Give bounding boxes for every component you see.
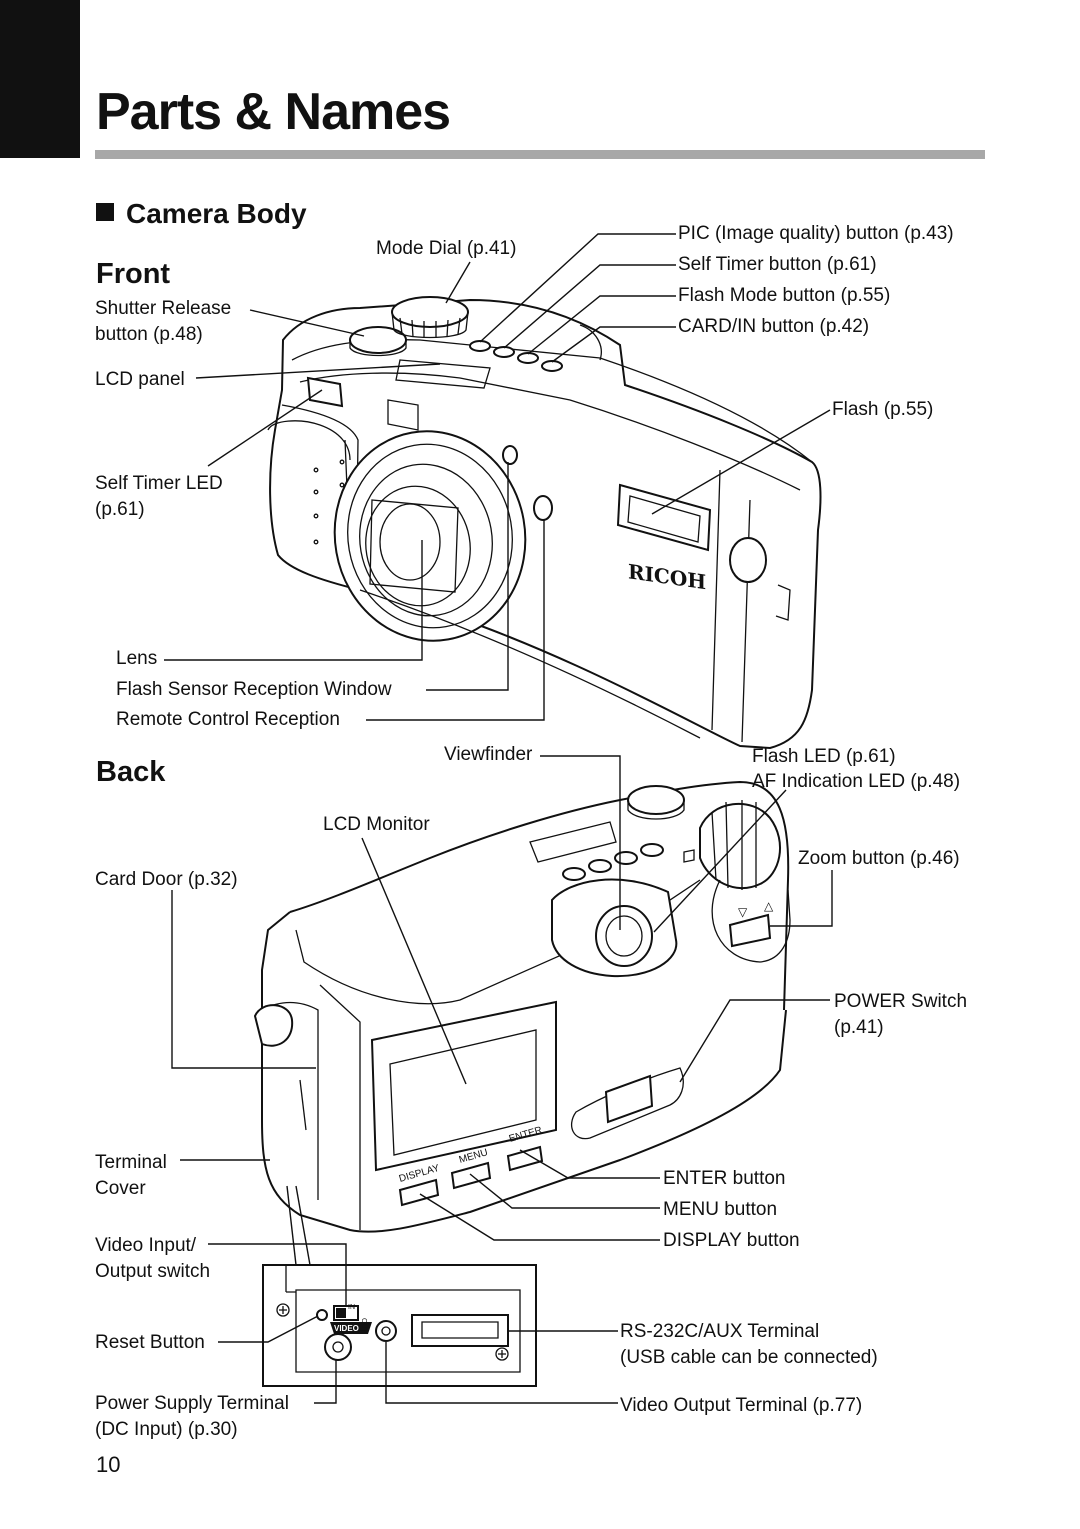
label-rs232c-1: RS-232C/AUX Terminal bbox=[620, 1321, 820, 1342]
front-leader-lines bbox=[164, 233, 831, 721]
label-terminal-cover-1: Terminal bbox=[95, 1152, 167, 1173]
title-underline bbox=[95, 150, 985, 159]
label-menu-button: MENU button bbox=[663, 1199, 778, 1220]
label-power-switch-1: POWER Switch bbox=[834, 991, 968, 1012]
label-enter-button: ENTER button bbox=[663, 1168, 786, 1189]
label-zoom-button: Zoom button (p.46) bbox=[798, 848, 960, 869]
label-flash-sensor: Flash Sensor Reception Window bbox=[116, 679, 392, 700]
label-display-button: DISPLAY button bbox=[663, 1230, 800, 1251]
label-self-timer-button: Self Timer button (p.61) bbox=[678, 254, 877, 275]
label-af-led: AF Indication LED (p.48) bbox=[752, 771, 961, 792]
label-remote-control: Remote Control Reception bbox=[116, 709, 340, 730]
chapter-tab bbox=[0, 0, 80, 158]
label-flash-mode-button: Flash Mode button (p.55) bbox=[678, 285, 891, 306]
in-legend: IN bbox=[348, 1304, 355, 1311]
label-card-door: Card Door (p.32) bbox=[95, 869, 238, 890]
label-video-switch-1: Video Input/ bbox=[95, 1235, 197, 1256]
front-camera-drawing bbox=[267, 296, 822, 750]
label-shutter-release-1: Shutter Release bbox=[95, 298, 232, 319]
section-heading: Camera Body bbox=[96, 197, 307, 231]
label-mode-dial: Mode Dial (p.41) bbox=[376, 238, 517, 259]
out-legend: OUT bbox=[360, 1318, 367, 1334]
back-leader-lines bbox=[171, 755, 833, 1404]
label-lcd-monitor: LCD Monitor bbox=[323, 814, 430, 835]
square-bullet-icon bbox=[96, 203, 114, 221]
section-heading-text: Camera Body bbox=[126, 198, 307, 229]
label-self-timer-led-1: Self Timer LED bbox=[95, 473, 223, 494]
label-flash-led: Flash LED (p.61) bbox=[752, 746, 896, 767]
label-reset-button: Reset Button bbox=[95, 1332, 205, 1353]
label-rs232c-2: (USB cable can be connected) bbox=[620, 1347, 878, 1368]
label-terminal-cover-2: Cover bbox=[95, 1178, 146, 1199]
label-lcd-panel: LCD panel bbox=[95, 369, 185, 390]
back-heading: Back bbox=[96, 756, 166, 788]
label-flash: Flash (p.55) bbox=[832, 399, 934, 420]
label-viewfinder: Viewfinder bbox=[444, 744, 533, 765]
svg-text:△: △ bbox=[764, 899, 774, 913]
page-title: Parts & Names bbox=[96, 83, 451, 141]
svg-text:▽: ▽ bbox=[738, 905, 748, 919]
label-power-switch-2: (p.41) bbox=[834, 1017, 884, 1038]
label-lens: Lens bbox=[116, 648, 158, 669]
label-card-in-button: CARD/IN button (p.42) bbox=[678, 316, 870, 337]
label-self-timer-led-2: (p.61) bbox=[95, 499, 145, 520]
terminal-inset bbox=[262, 1264, 537, 1387]
page-number: 10 bbox=[96, 1452, 121, 1477]
label-video-output: Video Output Terminal (p.77) bbox=[620, 1395, 863, 1416]
label-power-supply-1: Power Supply Terminal bbox=[95, 1393, 289, 1414]
video-legend: VIDEO bbox=[334, 1324, 359, 1333]
ricoh-logo: RICOH bbox=[628, 559, 706, 594]
back-camera-drawing: ▽ △ bbox=[253, 780, 791, 1233]
label-pic-button: PIC (Image quality) button (p.43) bbox=[678, 223, 954, 244]
label-shutter-release-2: button (p.48) bbox=[95, 324, 203, 345]
front-heading: Front bbox=[96, 258, 171, 290]
label-power-supply-2: (DC Input) (p.30) bbox=[95, 1419, 238, 1440]
label-video-switch-2: Output switch bbox=[95, 1261, 211, 1282]
